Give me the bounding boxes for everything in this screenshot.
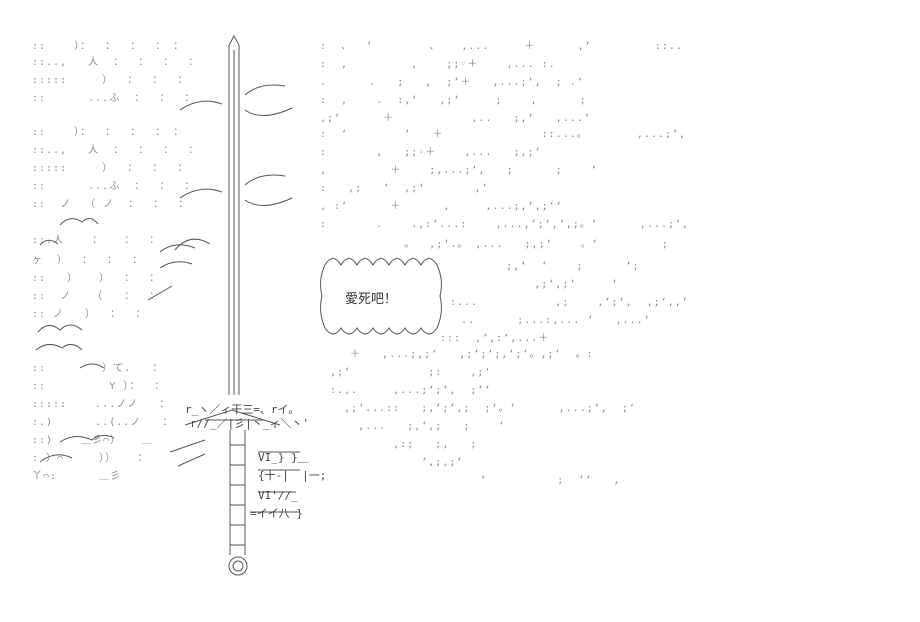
dot-cluster: :: ）て. ： <box>32 363 164 374</box>
sparkle-field: . . ; , ;‘＋ ,...;‘, ; .‘ <box>320 77 584 88</box>
dot-cluster: ::.人 ： ： ： <box>32 235 161 246</box>
dot-cluster: :.）⌒ ）） ： <box>32 453 149 464</box>
speech-bubble-text: 愛死吧！ <box>345 292 398 307</box>
dot-cluster: :: ノ ） ： ： <box>32 309 147 320</box>
sparkle-field: ‘ ; ‘‘ , <box>480 475 621 486</box>
dot-cluster: :: ...ふ ： ： ： <box>32 93 196 104</box>
dot-cluster: :: ）： ： ： ： ： <box>32 41 185 52</box>
sword-tip <box>228 34 240 46</box>
dot-cluster: 丫⌒: ＿彡 <box>32 471 122 482</box>
emblem-glyph: =イイ八 } <box>250 507 303 520</box>
sparkle-field: ＋ ,...;,;‘ ,;‘;‘;,‘;‘。,;‘ 。: <box>350 349 594 360</box>
sparkle-field: ;,‘ ‘ ; ‘; <box>450 261 640 272</box>
sparkle-field: : ,; ‘ ,;‘ ,‘ <box>320 183 489 194</box>
sparkle-field: ,;‘,;‘ ‘ <box>450 279 619 290</box>
sparkle-field: ‘,;,;‘ <box>330 457 464 468</box>
sparkle-field: ::: ,‘,:‘,...＋ <box>440 333 550 344</box>
sparkle-field: :.,. ,...;‘;‘, ;‘‘ <box>330 385 492 396</box>
dot-cluster: ::::: ） ： ： ： <box>32 163 189 174</box>
emblem-glyph: {十-| |一; <box>258 469 327 482</box>
sparkle-field: : 、 ‘ 、 ,... ＋ ,‘ ::.. <box>320 41 683 52</box>
sparkle-field: : ‘ ‘ ＋ ::...。 ,...;‘, <box>320 129 687 140</box>
dot-cluster: :.) ..(..ノ ： <box>32 417 174 428</box>
dot-cluster: ::.., 人 ： ： ： ： <box>32 57 200 68</box>
dot-cluster: :: ）： ： ： ： ： <box>32 127 185 138</box>
sparkle-field: : , . :,‘ ,;‘ ; , ; <box>320 95 587 106</box>
sparkle-field: ,;‘...:: ;,‘;‘,; ;‘。‘ ,...;‘, ;‘ <box>330 403 636 414</box>
sword-pommel <box>228 556 248 576</box>
sparkle-field: , :‘ ＋ , ,...;,‘,;‘‘ <box>320 201 563 212</box>
sparkle-field: : , , ;;◦＋ ,... :. <box>320 59 556 70</box>
sparkle-field: :... ,; ,‘;‘, ,;‘,,‘ <box>450 297 689 308</box>
dot-cluster: ::.., 人 ： ： ： ： <box>32 145 200 156</box>
sparkle-field: : , ;;◦＋ ,... ;,;‘ <box>320 147 542 158</box>
dot-cluster: ::::: ） ： ： ： <box>32 75 189 86</box>
dot-cluster: :: ） ） ： ： <box>32 273 161 284</box>
dot-cluster: :: ...ふ ： ： ： <box>32 181 196 192</box>
dot-cluster: :: Y ）： ： <box>32 381 166 392</box>
speech-bubble <box>320 258 442 335</box>
emblem-glyph: VI_} }＿ <box>258 451 309 464</box>
sparkle-field: ,;‘ ;: ,;‘ <box>330 367 492 378</box>
dot-cluster: :: ノ （ ： ： <box>32 291 161 302</box>
sparkle-field: : . .,:‘...: ,...,‘;‘,‘,;。‘ ,...;‘, <box>320 219 690 230</box>
emblem-glyph: VI'//_ <box>258 489 298 502</box>
sparkle-field: 。 ,;‘.。 ,... ;,;‘ 。‘ ; <box>320 239 669 250</box>
sparkle-field: .. ;...:,... ‘ ,...‘ <box>440 315 651 326</box>
sparkle-field: ,:; ;, ; <box>330 439 478 450</box>
dot-cluster: ::) ＿彡⌒） ＿ <box>32 435 154 446</box>
dot-cluster: :: ノ （ ノ ： ： ： <box>32 199 190 210</box>
emblem-glyph: r//_／|彡|丶_ィ＼丶' <box>190 417 309 430</box>
left-figure <box>35 218 206 467</box>
emblem <box>250 451 300 513</box>
emblem-glyph: r_ヽ／ィ干三=、rイ。 <box>185 403 300 416</box>
sparkle-field: , ＋ ;,...;‘, ; ; ‘ <box>320 165 598 176</box>
blade-ornaments <box>174 84 293 251</box>
sword <box>184 34 281 576</box>
dot-cluster: ::::: ...ノノ ： <box>32 399 171 410</box>
sparkle-field: ,... ;,‘,; ; ‘ <box>330 421 506 432</box>
sparkle-field: ,;‘ ＋ ,.. ;,‘ ,...‘ <box>320 113 591 124</box>
dot-cluster: ヶ ） ： ： ： <box>32 255 144 266</box>
